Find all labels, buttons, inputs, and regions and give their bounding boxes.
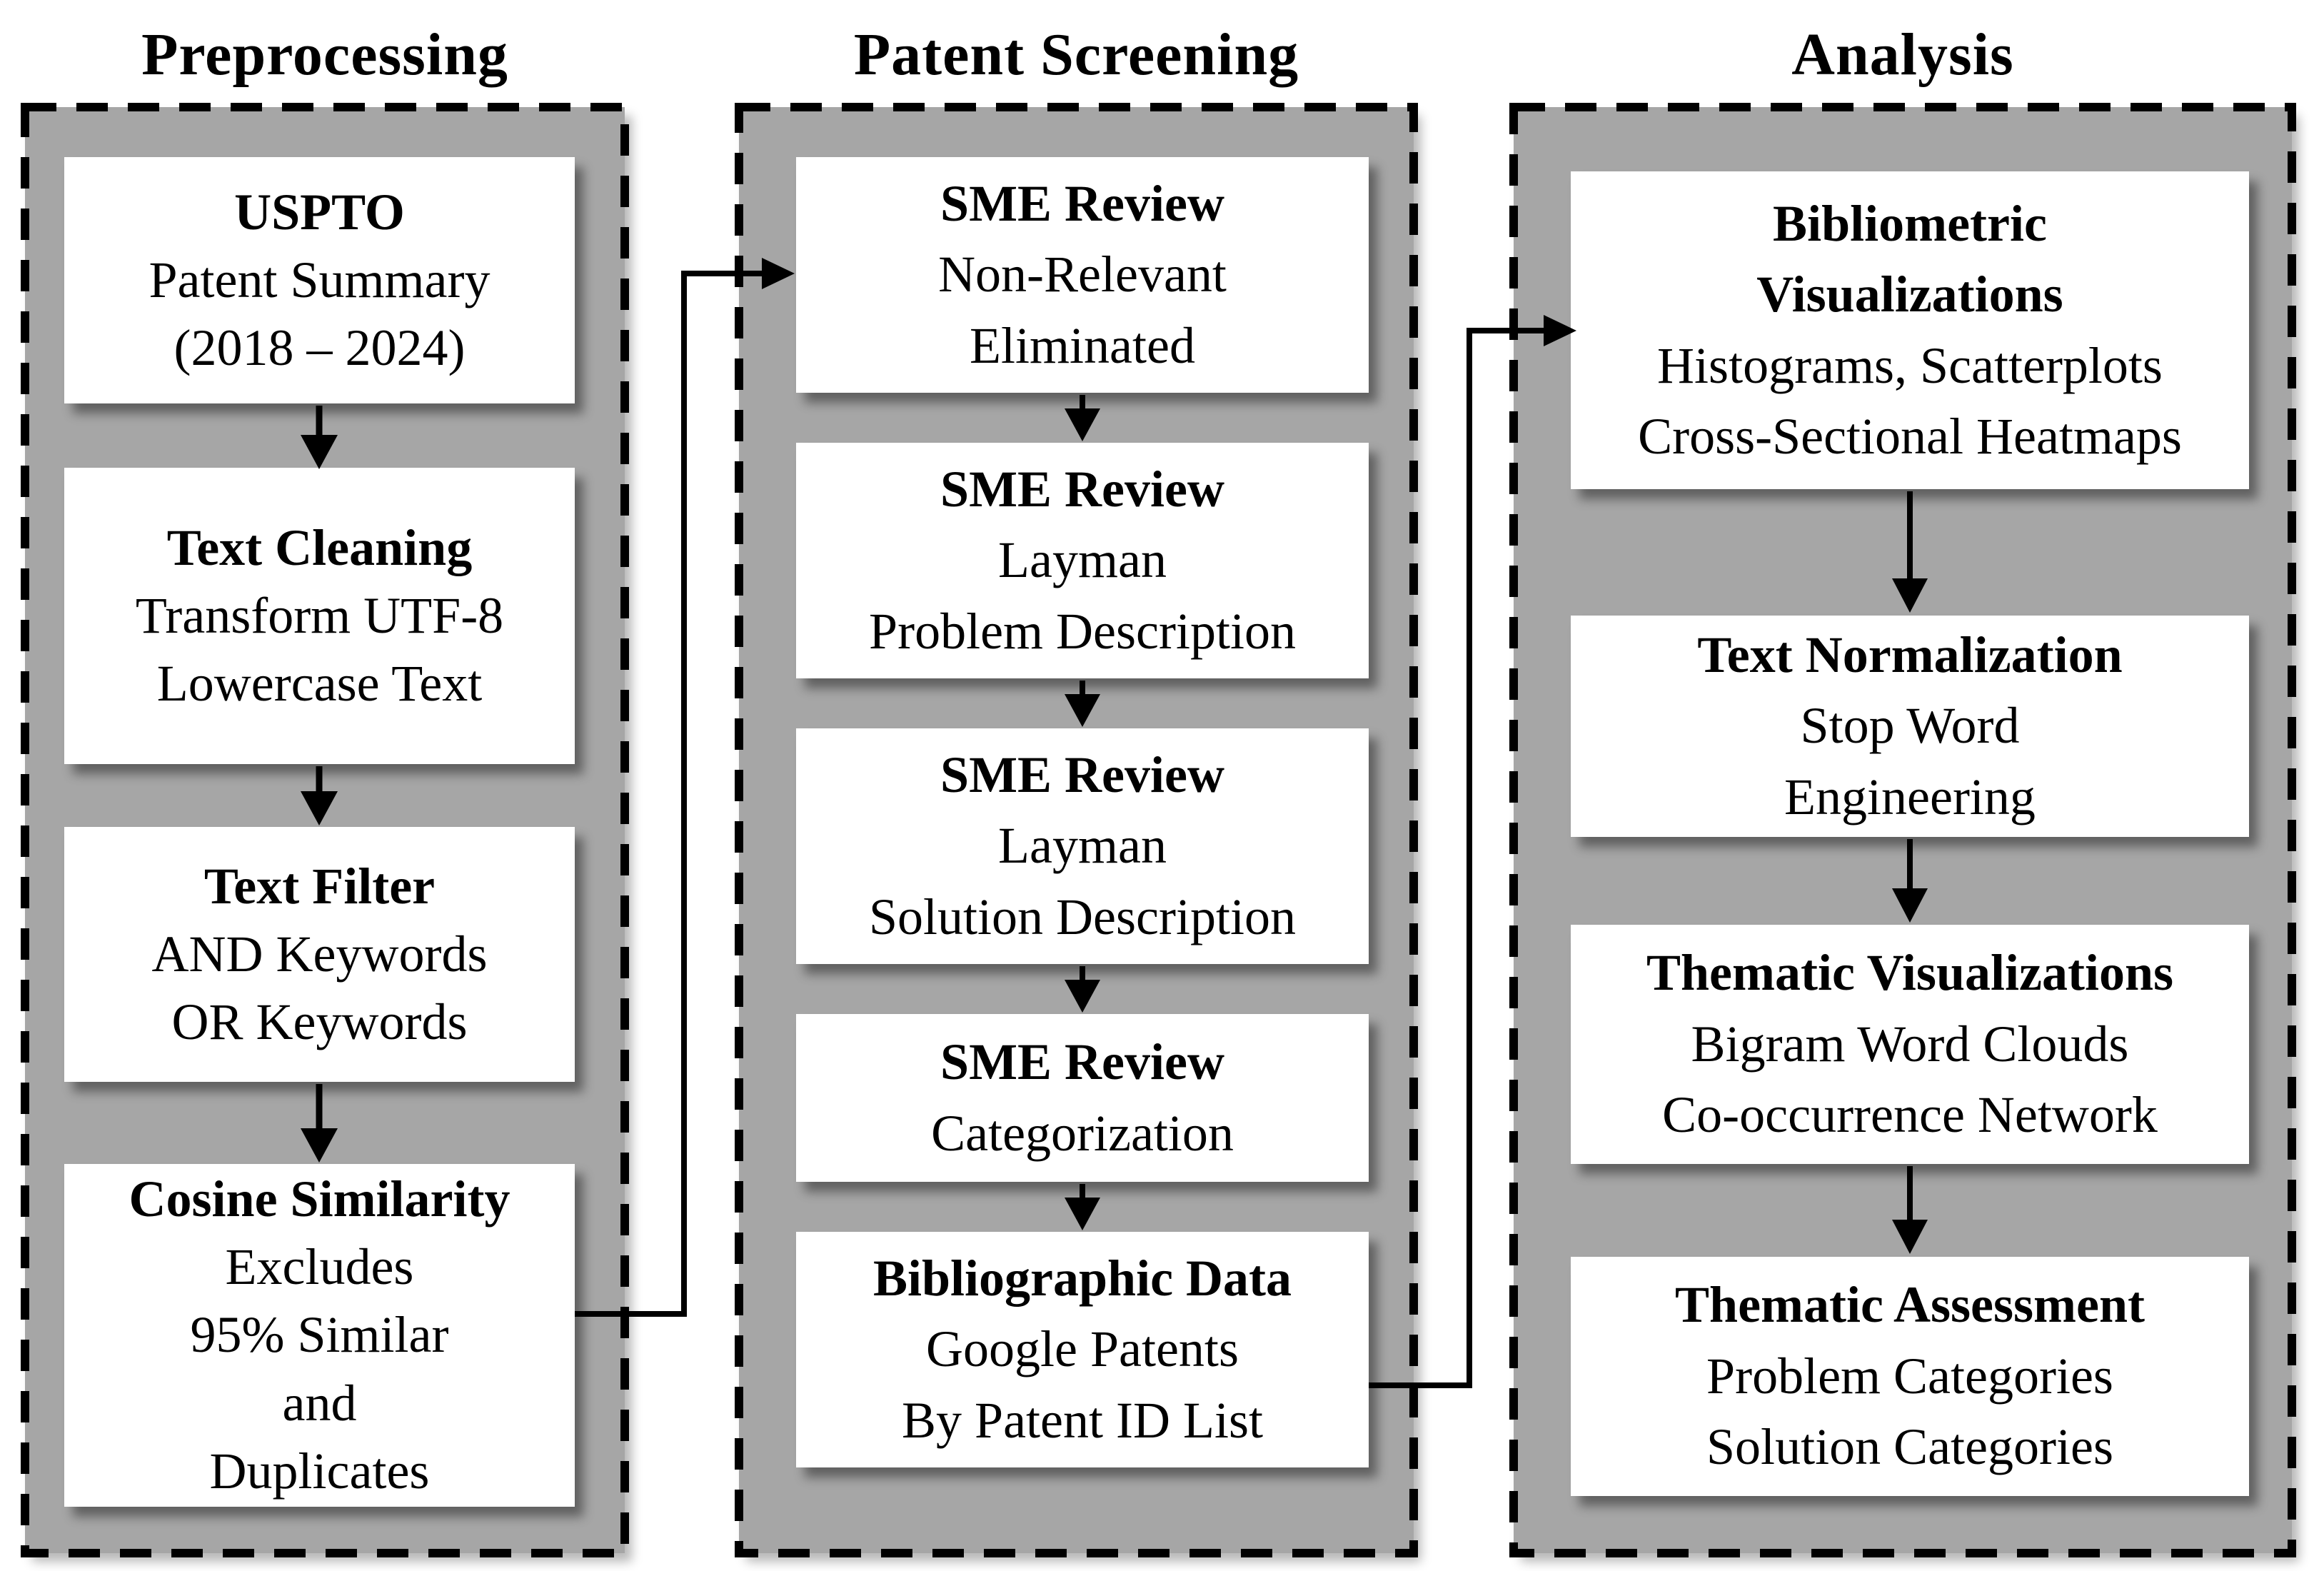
box-line: SME Review xyxy=(940,746,1224,803)
box-line: 95% Similar xyxy=(190,1306,449,1364)
box-line: Bigram Word Clouds xyxy=(1691,1015,2129,1073)
box-bibliographic-data: Bibliographic Data Google Patents By Pat… xyxy=(796,1232,1369,1467)
box-uspto-patent-summary: USPTO Patent Summary (2018 – 2024) xyxy=(64,157,575,403)
box-line: Problem Description xyxy=(869,602,1296,660)
box-line: Cosine Similarity xyxy=(129,1170,510,1228)
box-sme-review-non-relevant: SME Review Non-Relevant Eliminated xyxy=(796,157,1369,393)
box-thematic-visualizations: Thematic Visualizations Bigram Word Clou… xyxy=(1571,925,2249,1164)
box-text-filter: Text Filter AND Keywords OR Keywords xyxy=(64,827,575,1082)
box-line: Cross-Sectional Heatmaps xyxy=(1638,407,2182,465)
box-line: Bibliographic Data xyxy=(872,1249,1292,1307)
box-line: Co-occurrence Network xyxy=(1662,1086,2158,1144)
box-line: Engineering xyxy=(1784,768,2036,825)
box-line: Problem Categories xyxy=(1706,1347,2113,1405)
box-line: Layman xyxy=(998,817,1167,875)
box-line: Solution Categories xyxy=(1706,1418,2113,1476)
box-bibliometric-visualizations: Bibliometric Visualizations Histograms, … xyxy=(1571,171,2249,489)
box-thematic-assessment: Thematic Assessment Problem Categories S… xyxy=(1571,1257,2249,1496)
box-line: and xyxy=(282,1374,357,1432)
box-line: Thematic Assessment xyxy=(1675,1276,2145,1334)
column-title-preprocessing: Preprocessing xyxy=(141,21,508,88)
box-line: AND Keywords xyxy=(151,925,488,983)
box-text-normalization: Text Normalization Stop Word Engineering xyxy=(1571,616,2249,837)
box-line: Text Filter xyxy=(203,857,436,915)
box-sme-review-problem-description: SME Review Layman Problem Description xyxy=(796,443,1369,678)
box-line: SME Review xyxy=(940,460,1224,518)
box-line: Thematic Visualizations xyxy=(1646,944,2174,1002)
box-line: Text Normalization xyxy=(1697,626,2123,683)
box-line: Stop Word xyxy=(1800,697,2020,755)
box-line: Text Cleaning xyxy=(166,518,473,576)
box-line: USPTO xyxy=(234,183,405,241)
box-line: Duplicates xyxy=(209,1442,430,1500)
column-title-analysis: Analysis xyxy=(1791,21,2014,88)
box-text-cleaning: Text Cleaning Transform UTF-8 Lowercase … xyxy=(64,468,575,764)
box-line: (2018 – 2024) xyxy=(173,319,466,377)
box-line: Eliminated xyxy=(970,316,1195,374)
box-cosine-similarity: Cosine Similarity Excludes 95% Similar a… xyxy=(64,1164,575,1507)
box-line: Lowercase Text xyxy=(156,655,483,713)
box-line: SME Review xyxy=(940,1033,1224,1091)
box-sme-review-solution-description: SME Review Layman Solution Description xyxy=(796,728,1369,964)
box-line: Visualizations xyxy=(1756,266,2063,323)
box-line: OR Keywords xyxy=(171,993,468,1051)
box-line: Google Patents xyxy=(926,1320,1239,1378)
box-line: SME Review xyxy=(940,174,1224,232)
box-line: Histograms, Scatterplots xyxy=(1657,336,2163,394)
box-line: Categorization xyxy=(931,1104,1234,1162)
box-line: Bibliometric xyxy=(1773,194,2047,252)
box-line: Non-Relevant xyxy=(938,246,1227,303)
box-sme-review-categorization: SME Review Categorization xyxy=(796,1014,1369,1182)
box-line: By Patent ID List xyxy=(902,1391,1263,1449)
box-line: Excludes xyxy=(225,1238,414,1296)
box-line: Transform UTF-8 xyxy=(135,586,504,644)
box-line: Layman xyxy=(998,531,1167,589)
box-line: Solution Description xyxy=(869,888,1296,945)
box-line: Patent Summary xyxy=(149,251,491,308)
column-title-patent-screening: Patent Screening xyxy=(853,21,1299,88)
